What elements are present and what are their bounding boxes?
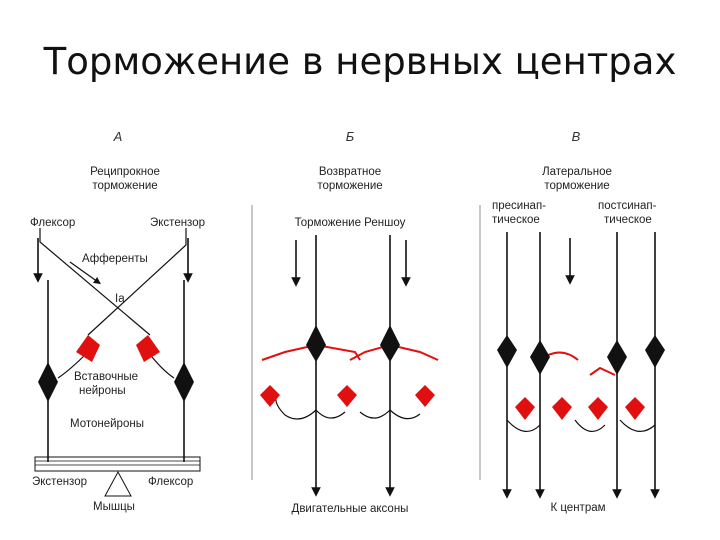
flexor-label: Флексор xyxy=(30,217,75,229)
lateral-neuron-2 xyxy=(530,340,550,375)
interneuron-right xyxy=(136,335,160,362)
panel-a-heading-line2: торможение xyxy=(92,180,157,192)
renshaw-cell-3 xyxy=(415,385,435,407)
motoneuron-b-left xyxy=(306,325,326,362)
lateral-neuron-1 xyxy=(497,335,517,368)
interneurons-label-line1: Вставочные xyxy=(74,371,138,383)
muscles-label: Мышцы xyxy=(93,501,135,513)
lateral-inhibitory-4 xyxy=(625,397,645,420)
panel-b: Б Возвратное торможение Торможение Реншо… xyxy=(260,129,439,515)
collateral-loop-4 xyxy=(389,409,421,420)
motor-axons-label: Двигательные аксоны xyxy=(292,503,409,515)
motoneurons-label: Мотонейроны xyxy=(70,418,144,430)
ia-label: Ia xyxy=(115,293,125,305)
panel-a: А Реципрокное торможение Флексор Экстенз… xyxy=(30,129,205,513)
fulcrum-triangle xyxy=(104,470,132,497)
afferents-label: Афференты xyxy=(82,253,148,265)
renshaw-cell-1 xyxy=(260,385,280,407)
renshaw-label: Торможение Реншоу xyxy=(295,217,406,229)
panel-b-letter: Б xyxy=(346,129,355,144)
interneurons-label-line2: нейроны xyxy=(79,385,126,397)
presynaptic-label-line2: тическое xyxy=(492,214,540,226)
collateral-loop-1 xyxy=(275,397,317,420)
panel-a-letter: А xyxy=(113,129,123,144)
lateral-neuron-4 xyxy=(645,335,665,368)
renshaw-cell-2 xyxy=(337,385,357,407)
muscle-flexor-label: Флексор xyxy=(148,476,193,488)
postsynaptic-label-line2: тическое xyxy=(604,214,652,226)
extensor-label: Экстензор xyxy=(150,217,205,229)
motoneuron-b-right xyxy=(380,325,400,362)
panel-c-heading-line1: Латеральное xyxy=(542,166,612,178)
lateral-inhibitory-2 xyxy=(552,397,572,420)
lateral-collateral-2 xyxy=(574,419,606,432)
lateral-neuron-3 xyxy=(607,340,627,375)
interneuron-left xyxy=(76,335,100,362)
afferent-fiber-left xyxy=(39,228,151,336)
lateral-inhibitory-3 xyxy=(588,397,608,420)
panel-b-heading-line2: торможение xyxy=(317,180,382,192)
postsynaptic-label-line1: постсинап- xyxy=(598,200,657,212)
lateral-collateral-3 xyxy=(619,419,656,432)
motoneuron-right xyxy=(174,362,194,402)
panel-a-heading-line1: Реципрокное xyxy=(90,166,160,178)
to-centers-label: К центрам xyxy=(550,502,605,514)
collateral-loop-2 xyxy=(315,409,346,419)
slide-title: Торможение в нервных центрах xyxy=(43,40,677,83)
collateral-loop-3 xyxy=(359,409,391,419)
presynaptic-label-line1: пресинап- xyxy=(492,200,546,212)
panel-b-heading-line1: Возвратное xyxy=(319,166,381,178)
lateral-collateral-1 xyxy=(506,419,541,432)
panel-c-letter: В xyxy=(572,129,581,144)
muscle-extensor-label: Экстензор xyxy=(32,476,87,488)
muscle-block xyxy=(34,456,201,472)
lateral-branch-2 xyxy=(589,366,616,376)
afferent-arrow xyxy=(69,261,101,285)
afferent-fiber-right xyxy=(87,228,187,336)
motoneuron-left xyxy=(38,362,58,402)
lateral-inhibitory-1 xyxy=(515,397,535,420)
panel-c: В Латеральное торможение пресинап- тичес… xyxy=(492,129,665,514)
panel-c-heading-line2: торможение xyxy=(544,180,609,192)
